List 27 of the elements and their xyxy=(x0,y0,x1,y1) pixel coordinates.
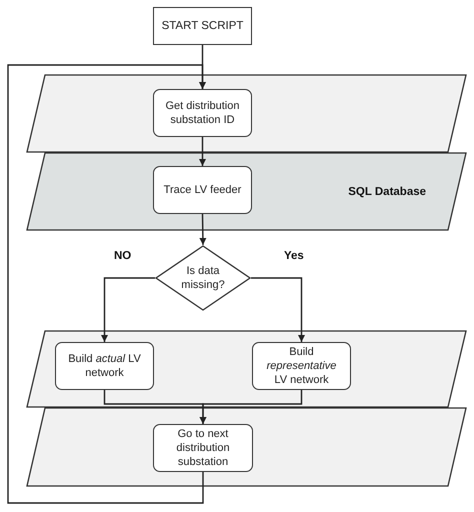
decision-text: Is data missing? xyxy=(180,264,226,292)
start-box xyxy=(153,7,252,45)
swimlane-band xyxy=(27,153,466,230)
process-box xyxy=(153,166,252,214)
lane-label: SQL Database xyxy=(348,186,426,198)
arrow xyxy=(7,64,206,504)
arrow xyxy=(199,214,206,246)
process-box xyxy=(153,424,253,472)
box-text: Trace LV feeder xyxy=(164,182,242,198)
process-box xyxy=(252,342,351,390)
box-text: Get distribution substation ID xyxy=(164,98,240,128)
swimlane-band xyxy=(27,408,466,486)
decision-diamond xyxy=(155,245,251,311)
edge-label: Yes xyxy=(282,250,306,262)
box-text: START SCRIPT xyxy=(162,18,244,34)
arrow xyxy=(200,390,302,424)
arrow xyxy=(101,277,155,342)
process-box xyxy=(153,89,252,137)
box-text: Build representative LV network xyxy=(266,344,338,388)
arrow xyxy=(251,277,305,342)
swimlane-band xyxy=(27,331,466,407)
box-text: Build actual LV network xyxy=(67,352,142,380)
arrow xyxy=(199,137,206,166)
box-text: Go to next distribution substation xyxy=(175,426,231,470)
swimlane-band xyxy=(27,75,466,152)
edge-label: NO xyxy=(112,250,134,262)
process-box xyxy=(55,342,154,390)
